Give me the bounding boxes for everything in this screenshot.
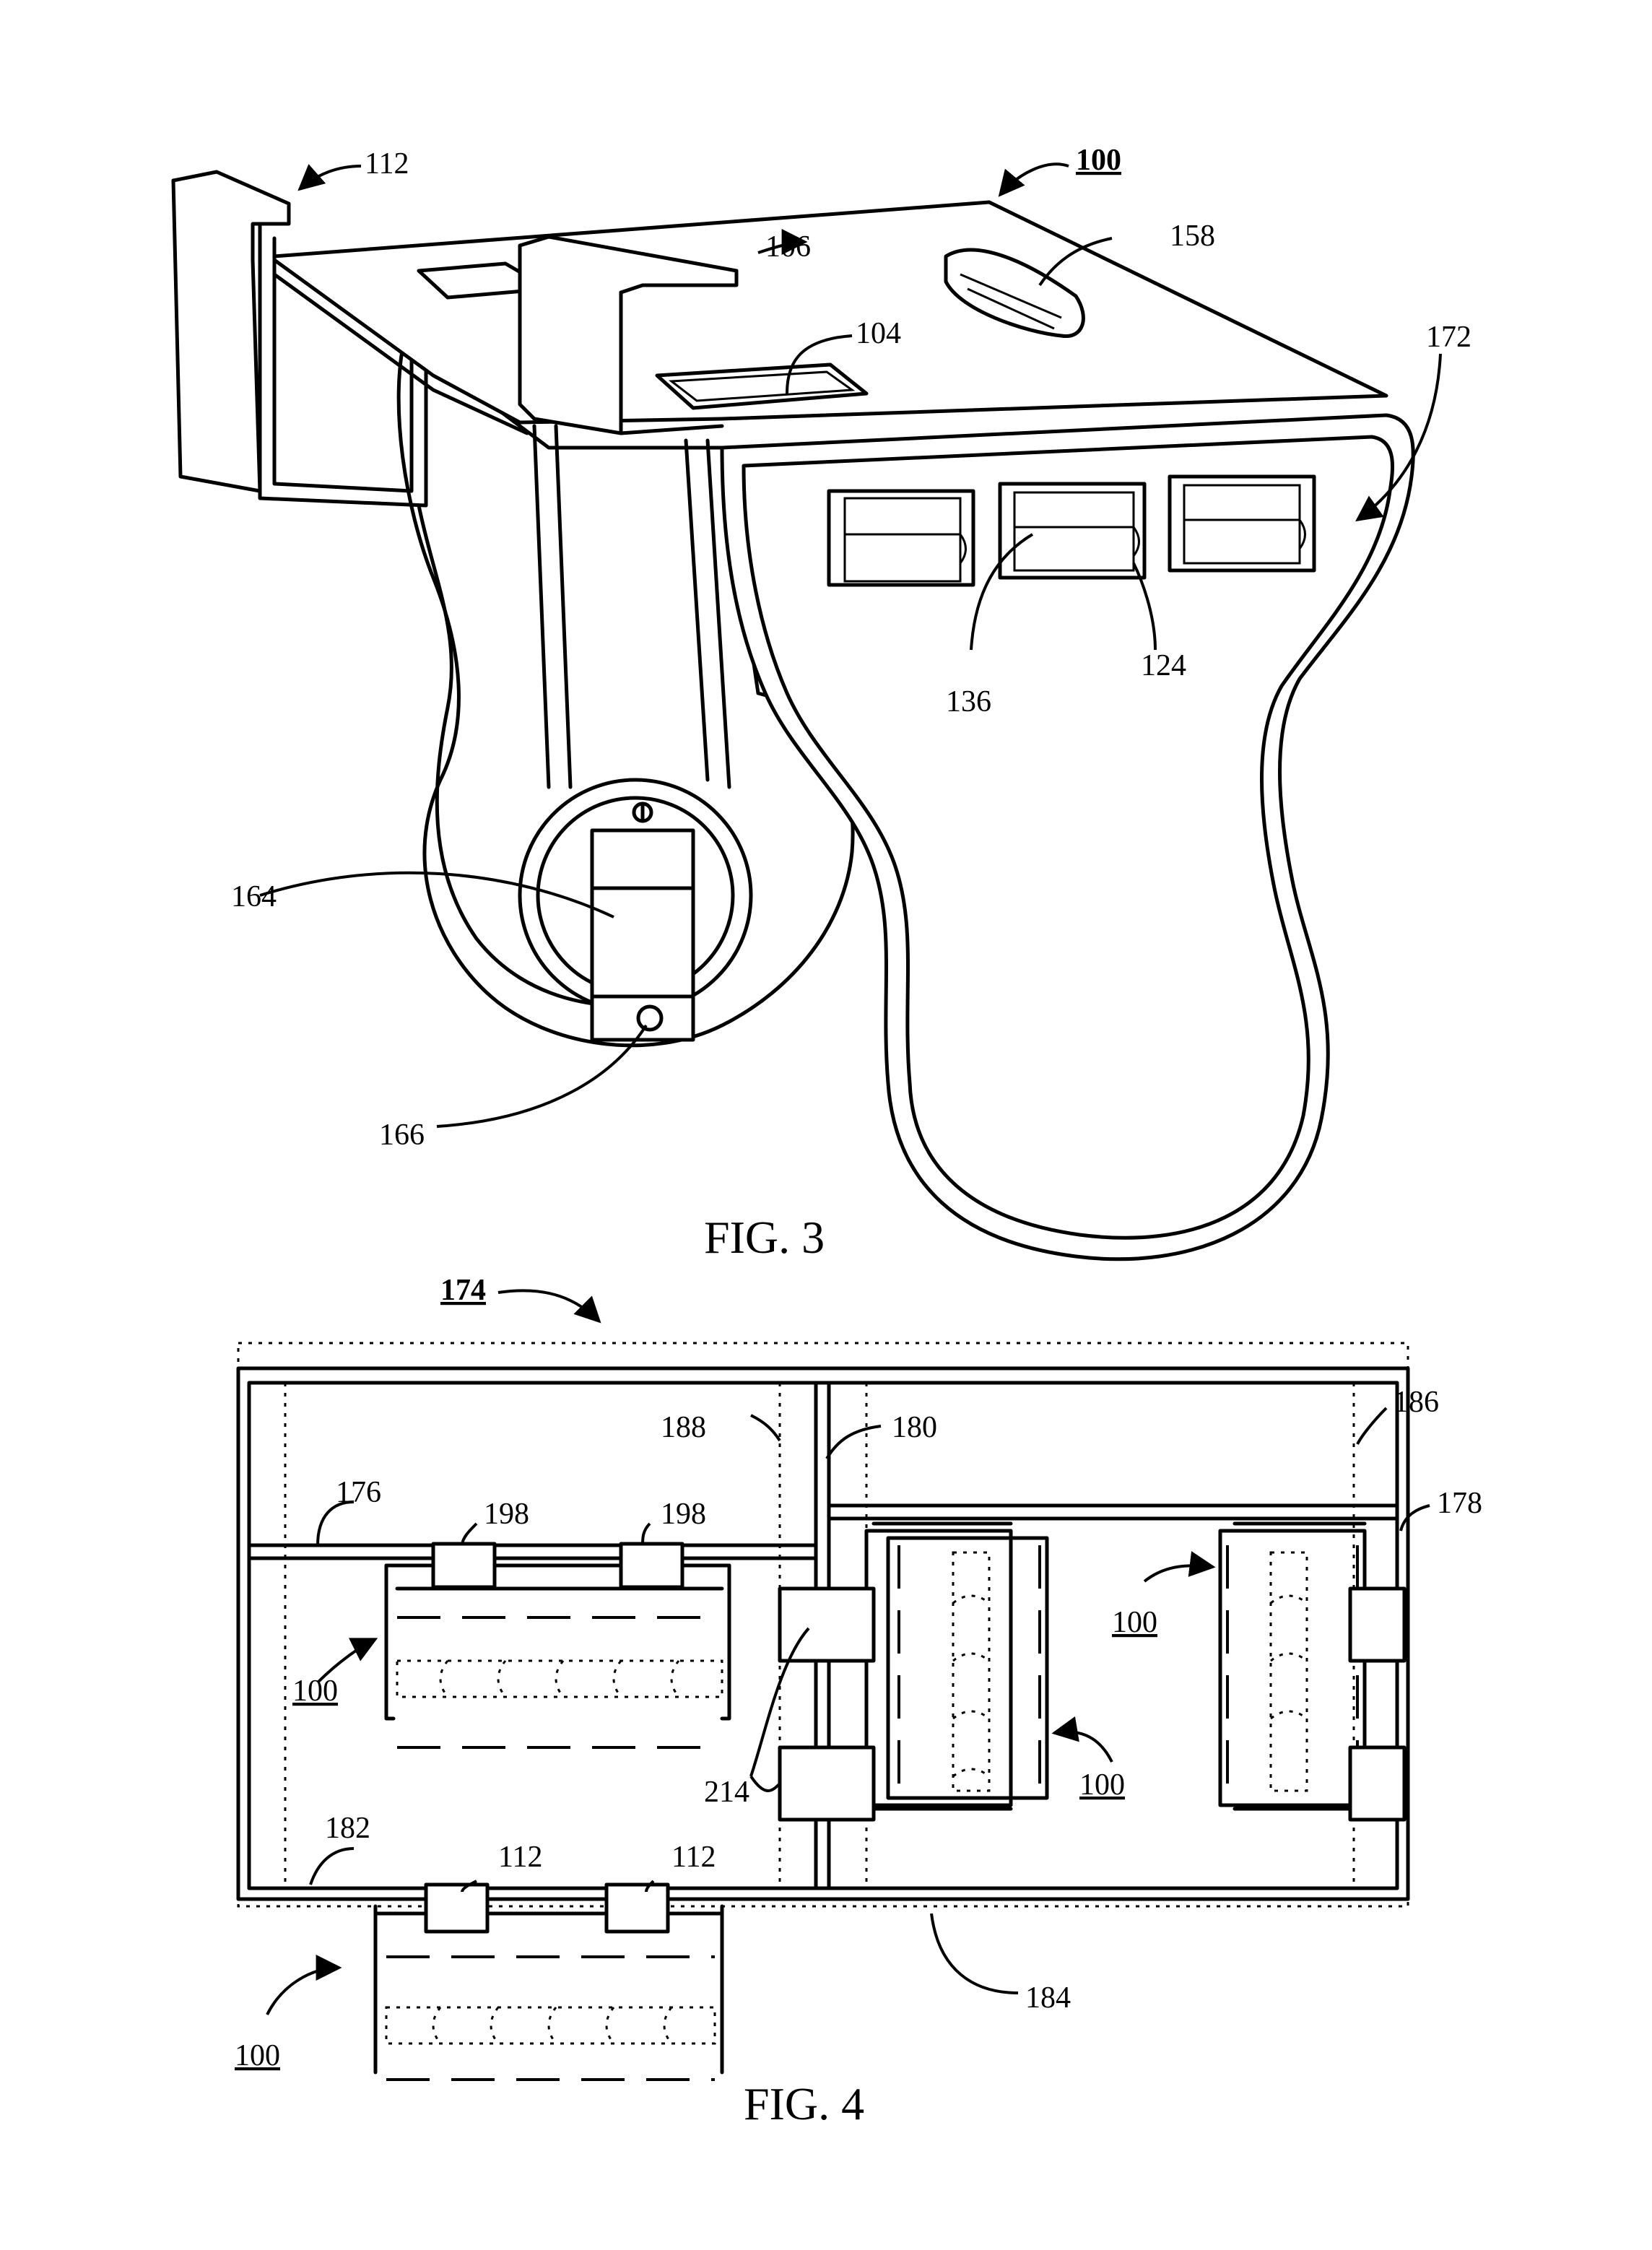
label-136: 136 <box>946 685 991 718</box>
label-158: 158 <box>1170 220 1215 253</box>
label-184: 184 <box>1025 1981 1071 2015</box>
caption-fig3: FIG. 3 <box>704 1212 825 1263</box>
label-100-right: 100 <box>1112 1606 1157 1639</box>
figure-3-drawing <box>173 172 1413 1259</box>
hook-bracket-112 <box>173 172 289 491</box>
label-112-right: 112 <box>671 1841 716 1874</box>
label-180: 180 <box>892 1411 937 1444</box>
roll-holder-center <box>780 1524 1047 1820</box>
clip-198-right <box>621 1544 682 1587</box>
label-100-bottom: 100 <box>235 2039 280 2072</box>
label-198-right: 198 <box>661 1498 706 1531</box>
roll-holder-left-shelf <box>386 1544 729 1747</box>
label-198-left: 198 <box>484 1498 529 1531</box>
window-left <box>829 491 973 585</box>
label-100-center: 100 <box>1079 1768 1125 1802</box>
label-100-left: 100 <box>292 1675 338 1708</box>
label-100-fig3: 100 <box>1076 144 1121 177</box>
window-right <box>1170 477 1314 570</box>
strap-upper-right <box>1350 1589 1404 1661</box>
label-164: 164 <box>231 880 277 913</box>
label-106: 106 <box>765 230 811 264</box>
window-136 <box>1000 484 1144 578</box>
label-174: 174 <box>440 1274 486 1307</box>
label-112-left: 112 <box>498 1841 542 1874</box>
strap-lower-right <box>1350 1747 1404 1820</box>
label-188: 188 <box>661 1411 706 1444</box>
figure-4-drawing <box>238 1343 1408 2080</box>
hook-112-left <box>426 1885 487 1932</box>
roll-holder-right-wall <box>1220 1524 1404 1820</box>
hook-112-right <box>607 1885 668 1932</box>
roll-holder-bottom-edge <box>375 1885 722 2080</box>
label-166: 166 <box>379 1119 425 1152</box>
label-104: 104 <box>856 317 901 350</box>
label-176: 176 <box>336 1476 381 1509</box>
strap-214-lower <box>780 1747 874 1820</box>
label-186: 186 <box>1394 1386 1439 1419</box>
clip-198-left <box>433 1544 495 1587</box>
label-124: 124 <box>1141 649 1186 682</box>
label-178: 178 <box>1437 1487 1482 1520</box>
caption-fig4: FIG. 4 <box>744 2078 864 2129</box>
label-214: 214 <box>704 1776 749 1809</box>
label-172: 172 <box>1426 321 1471 354</box>
label-112-fig3: 112 <box>365 147 409 181</box>
label-182: 182 <box>325 1812 370 1845</box>
